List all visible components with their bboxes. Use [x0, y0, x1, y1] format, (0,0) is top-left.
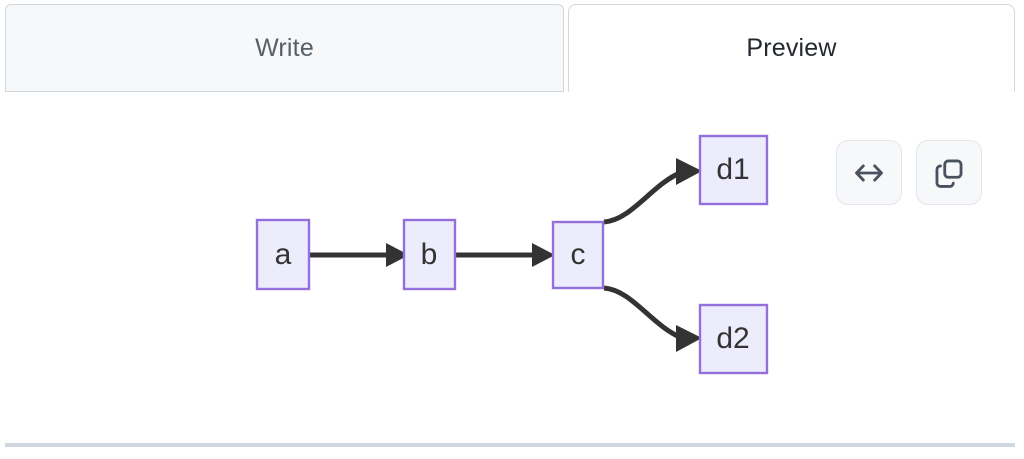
copy-icon — [932, 156, 966, 190]
flowchart-node-c-label: c — [571, 238, 586, 271]
tab-write[interactable]: Write — [5, 4, 564, 92]
copy-diagram-button[interactable] — [916, 140, 982, 205]
flowchart-node-a-label: a — [275, 238, 292, 271]
edge-b-to-c — [455, 243, 555, 267]
flowchart-node-a[interactable]: a — [255, 218, 311, 291]
flowchart-node-c[interactable]: c — [551, 220, 605, 290]
flowchart-node-d1-label: d1 — [716, 153, 749, 186]
tab-preview[interactable]: Preview — [568, 4, 1015, 92]
flowchart-node-d2[interactable]: d2 — [698, 303, 769, 375]
tab-write-label: Write — [255, 33, 314, 62]
flowchart-node-b[interactable]: b — [402, 218, 457, 291]
tab-preview-label: Preview — [746, 33, 837, 62]
arrows-left-right-icon — [852, 156, 886, 190]
diagram-actions — [836, 140, 982, 205]
flowchart-node-d1[interactable]: d1 — [698, 134, 769, 206]
flowchart-node-d2-label: d2 — [716, 322, 749, 355]
flowchart-diagram: a b c d1 d2 — [0, 92, 820, 442]
flowchart-node-b-label: b — [421, 238, 438, 271]
tab-bar: Write Preview — [5, 4, 1015, 92]
bottom-divider — [5, 443, 1015, 447]
flowchart-svg: a b c d1 d2 — [255, 134, 769, 375]
preview-pane: a b c d1 d2 — [0, 92, 1024, 443]
resize-diagram-button[interactable] — [836, 140, 902, 205]
edge-c-to-d2 — [603, 285, 702, 352]
edge-c-to-d1 — [603, 158, 702, 225]
edge-a-to-b — [309, 243, 409, 267]
